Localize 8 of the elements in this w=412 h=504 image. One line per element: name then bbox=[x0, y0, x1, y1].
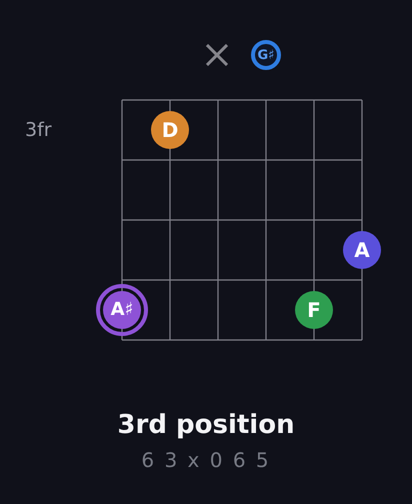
note-dot: A bbox=[343, 231, 381, 269]
root-note-dot: A♯ bbox=[96, 284, 148, 336]
fingering-code: 6 3 x 0 6 5 bbox=[141, 448, 271, 471]
open-string-note: G♯ bbox=[251, 40, 281, 70]
fret-number: 3fr bbox=[25, 121, 52, 140]
note-dot: D bbox=[151, 111, 189, 149]
note-dot: F bbox=[295, 291, 333, 329]
chord-title: 3rd position bbox=[117, 411, 295, 441]
